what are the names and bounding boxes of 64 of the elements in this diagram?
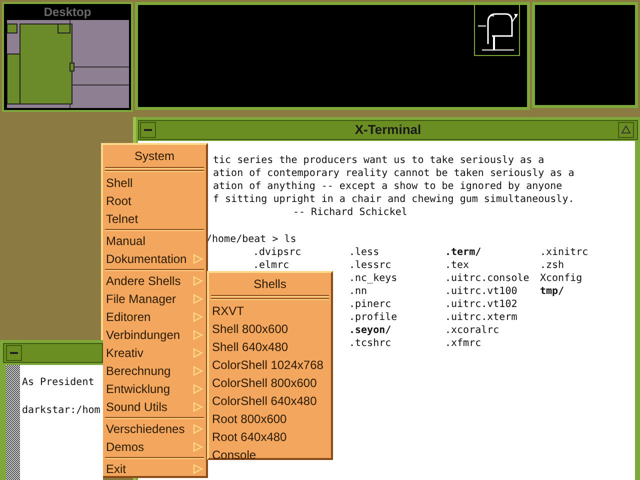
file-name: .dvipsrc (253, 246, 302, 259)
file-name: tmp/ (540, 285, 564, 298)
quote-line: -- Richard Schickel (293, 206, 408, 219)
file-name: .profile (349, 311, 398, 324)
quote-line: tic series the producers want us to take seriously as a (213, 154, 544, 167)
menu-item: Root 800x600 (212, 411, 287, 428)
menu-item: Verbindungen (106, 327, 180, 344)
menu-item: Kreativ (106, 345, 144, 362)
window (135, 2, 530, 110)
file-name: .seyon/ (349, 324, 392, 337)
file-name: .xcoralrc (445, 324, 500, 337)
pager-title: Desktop (42, 4, 92, 20)
file-name: .pinerc (349, 298, 392, 311)
menu-item: ColorShell 1024x768 (212, 357, 324, 374)
menu-item: Console (212, 447, 256, 464)
menu-item: Dokumentation (106, 251, 187, 268)
menu-item: ColorShell 800x600 (212, 375, 317, 392)
menu-item: Root 640x480 (212, 429, 287, 446)
window-title: X-Terminal (354, 121, 422, 139)
menu-title: System (133, 148, 176, 165)
menu-item: Manual (106, 233, 146, 250)
menu-title: Shells (252, 276, 288, 293)
file-name: .uitrc.xterm (445, 311, 518, 324)
menu-item: Entwicklung (106, 381, 170, 398)
file-name: .lessrc (349, 259, 392, 272)
menu-item: Shell (106, 175, 133, 192)
file-name: .nc_keys (349, 272, 398, 285)
menu-item: Shell 640x480 (212, 339, 288, 356)
menu-item: Berechnung (106, 363, 171, 380)
menu-item: RXVT (212, 303, 244, 320)
file-name: .xfmrc (445, 337, 482, 350)
terminal-line: darkstar:/hom (22, 404, 100, 417)
quote-line: f sitting upright in a chair and chewing gum simultaneously. (213, 193, 574, 206)
file-name: .zsh (540, 259, 564, 272)
quote-line: ation of contemporary reality cannot be taken seriously as a (213, 167, 574, 180)
file-name: .tex (445, 259, 470, 272)
file-name: .nn (349, 285, 368, 298)
file-name: .elmrc (253, 259, 290, 272)
menu-item: Andere Shells (106, 273, 181, 290)
quote-line: ation of anything -- except a show to be ignored by anyone (213, 180, 562, 193)
menu-item: Verschiedenes (106, 421, 185, 438)
menu-item: Editoren (106, 309, 151, 326)
file-name: .term/ (445, 246, 482, 259)
menu-item: Root (106, 193, 132, 210)
menu-item: File Manager (106, 291, 176, 308)
file-name: .uitrc.vt102 (445, 298, 518, 311)
file-name: .uitrc.vt100 (445, 285, 518, 298)
command-line: /home/beat > ls (206, 233, 296, 246)
menu-item: ColorShell 640x480 (212, 393, 317, 410)
menu-item: Demos (106, 439, 144, 456)
window (532, 2, 638, 108)
file-name: Xconfig (540, 272, 582, 285)
menu-item: Exit (106, 461, 126, 478)
popup-menu (101, 143, 208, 478)
terminal-window (0, 340, 103, 480)
file-name: .less (349, 246, 380, 259)
file-name: .tcshrc (349, 337, 392, 350)
file-name: .xinitrc (540, 246, 588, 259)
terminal-line: As President (22, 376, 94, 389)
menu-item: Sound Utils (106, 399, 168, 416)
menu-item: Telnet (106, 211, 138, 228)
pager-window (2, 2, 133, 112)
file-name: .uitrc.console (445, 272, 530, 285)
menu-item: Shell 800x600 (212, 321, 288, 338)
